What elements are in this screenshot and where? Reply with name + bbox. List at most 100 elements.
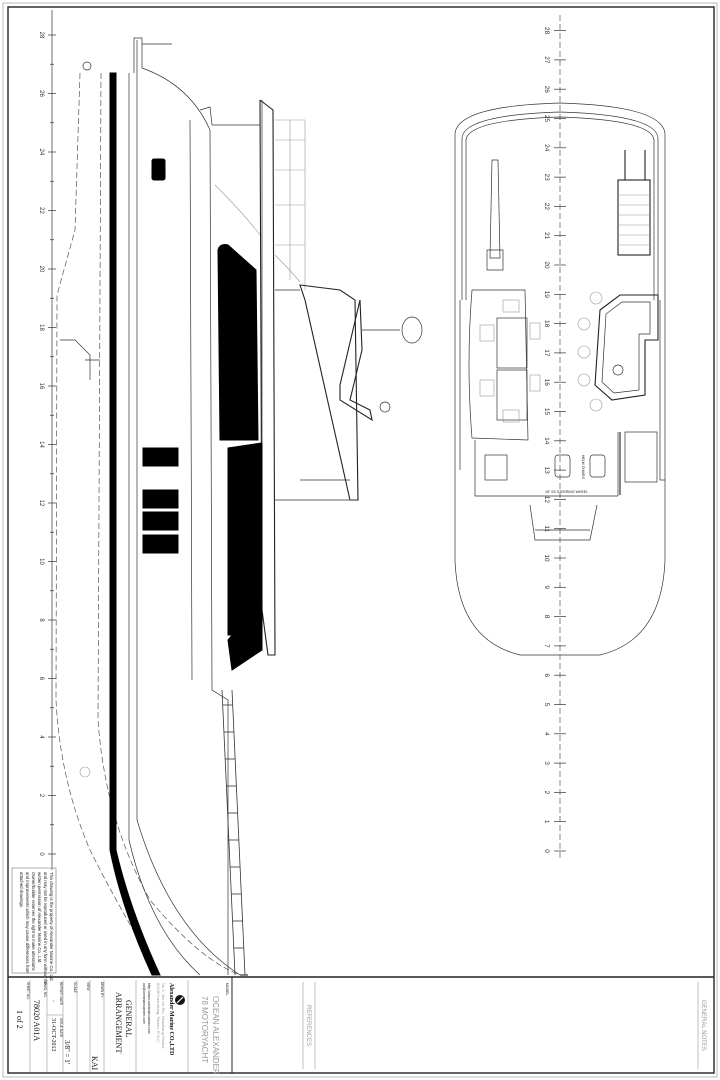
sheer-stripe — [109, 72, 161, 976]
porthole-window — [151, 158, 166, 181]
windshield-sweep — [214, 184, 301, 283]
radar-arch — [339, 299, 373, 422]
disclaimer-line: and improvements which may cause differe… — [25, 872, 30, 974]
plan-ruler-label: 27 — [543, 56, 550, 64]
plan-ruler-label: 26 — [543, 86, 550, 94]
chair — [529, 322, 541, 340]
plan-ruler-label: 7 — [543, 644, 550, 648]
plan-ruler-label: 17 — [543, 349, 550, 357]
dining-table — [496, 317, 528, 369]
profile-ruler-label: 0 — [38, 852, 44, 856]
hull-window-3 — [142, 511, 179, 531]
wet-bar-counter — [594, 294, 659, 401]
flybridge-console — [275, 289, 355, 501]
mast-stub — [60, 339, 100, 380]
company-logo-icon — [175, 995, 185, 1005]
plan-ruler-label: 10 — [543, 554, 550, 562]
bar-stool — [589, 291, 603, 305]
plan-ruler-label: 24 — [543, 144, 550, 152]
aft-cockpit-grid — [275, 119, 306, 290]
flybridge-outline — [454, 102, 666, 656]
sheet-frame — [7, 6, 715, 1074]
profile-ruler-label: 6 — [38, 677, 44, 681]
hull-window-1 — [142, 447, 179, 467]
wet-bar-inner — [601, 301, 651, 394]
bow-rail-line — [221, 689, 246, 976]
stern-light-icon — [82, 61, 92, 71]
companionway — [624, 431, 658, 483]
plan-ruler-label: 25 — [543, 115, 550, 123]
plan-ruler-label: 20 — [543, 261, 550, 269]
profile-ruler-label: 8 — [38, 618, 44, 622]
plan-ruler-label: 18 — [543, 320, 550, 328]
salon-window-aft — [217, 244, 259, 441]
radar-dome-icon — [401, 316, 423, 344]
plan-ruler-label: 11 — [543, 525, 550, 532]
issue-date: 31-OCT-2012 — [50, 1018, 56, 1051]
helm-chair — [589, 454, 606, 478]
transom-top — [133, 37, 143, 73]
dwg-no-label: DWG. NO. — [43, 982, 47, 998]
disclaimer-line: Owner/builder reserves the right to make… — [31, 872, 36, 971]
company-address: No.3, Jen Hu Rd., Hsiaokang District, — [161, 983, 166, 1049]
aft-overhang — [199, 106, 260, 126]
title-strip: REFERENCES GENERAL NOTES MODEL OCEAN ALE… — [15, 977, 706, 1075]
plan-ruler-label: 15 — [543, 408, 550, 416]
plan-ruler-label: 23 — [543, 173, 550, 181]
plan-view: 0123456789101112131415161718192021222324… — [454, 15, 666, 860]
company-address: 80246 Kaohsiung, Taiwan, R.O.C. — [156, 983, 161, 1043]
plan-ruler-label: 12 — [543, 496, 550, 504]
plan-ruler-label: 0 — [543, 849, 550, 853]
plan-ruler-label: 4 — [543, 732, 550, 736]
profile-ruler-label: 12 — [38, 500, 44, 507]
issue-date-label: ISSUE DATE — [59, 1018, 63, 1038]
drawing-title: GENERAL — [124, 1000, 133, 1037]
drawn-by-label: DRWN BY — [100, 982, 104, 998]
hull-window-4 — [142, 534, 179, 554]
main-deck-house — [141, 67, 229, 975]
stair-steps — [618, 194, 650, 246]
plan-ruler-label: 19 — [543, 291, 550, 299]
profile-ruler-label: 28 — [38, 32, 44, 39]
plan-ruler-label: 21 — [543, 232, 550, 240]
deck-line — [128, 73, 201, 976]
plan-ruler-label: 1 — [543, 820, 550, 824]
stair-well — [617, 179, 651, 256]
disclaimer-line: This drawing is the property of Alexande… — [49, 872, 54, 982]
windscreen-plan — [529, 504, 598, 541]
profile-ruler-label: 18 — [38, 324, 44, 331]
console-box — [484, 454, 508, 481]
chair — [502, 409, 520, 423]
helm-chair — [554, 454, 571, 478]
bar-stool — [589, 398, 603, 412]
drawn-by: KAI — [90, 1056, 99, 1071]
plan-ruler-label: 22 — [543, 203, 550, 211]
model-label: MODEL — [225, 983, 229, 996]
dwg-no: 78020 A01A — [32, 1000, 41, 1041]
chair — [529, 374, 541, 392]
model-variant: 78 MOTORYACHT — [200, 996, 209, 1063]
chair — [479, 379, 495, 397]
profile-ruler-label: 22 — [38, 207, 44, 214]
porthole-icon — [79, 766, 91, 778]
helm-console — [474, 432, 619, 497]
plan-ruler-label: 6 — [543, 673, 550, 677]
dinette-seating — [468, 289, 529, 441]
profile-ruler-label: 4 — [38, 735, 44, 739]
profile-ruler-label: 26 — [38, 90, 44, 97]
sheet-no-label: SHEET NO. — [26, 982, 30, 1000]
plan-ruler-label: 14 — [543, 437, 550, 445]
helm-chairs-label: HELM CHAIRS — [581, 455, 585, 480]
aft-stairway — [617, 150, 651, 256]
chair — [479, 324, 495, 342]
bar-stool — [577, 345, 591, 359]
title-block: MODEL OCEAN ALEXANDER 78 MOTORYACHT Alex… — [15, 980, 229, 1075]
dining-table — [496, 369, 528, 421]
flybridge-windscreen — [299, 284, 359, 501]
chair — [502, 299, 520, 313]
flybridge-inner-outline — [461, 111, 659, 300]
profile-ruler-label: 10 — [38, 558, 44, 565]
crane-boom — [486, 159, 504, 271]
